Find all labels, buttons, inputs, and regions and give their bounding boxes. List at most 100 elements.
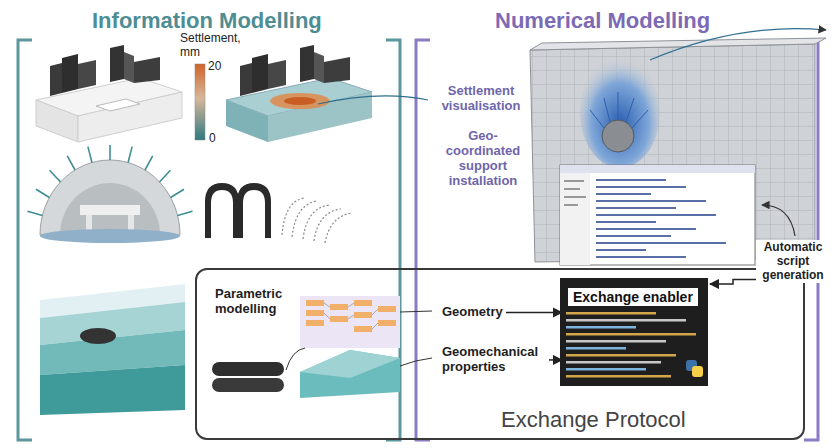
geology-layers (40, 365, 185, 415)
input-text: Geomechanical properties (439, 344, 549, 376)
support-arcs (282, 198, 305, 235)
box-heading: Exchange Protocol (485, 404, 702, 436)
script-editor (596, 200, 706, 202)
mesh-model (590, 110, 604, 128)
leader-line (286, 348, 305, 370)
panel-heading: Numerical Modelling (491, 8, 714, 34)
leader-arrow (762, 205, 795, 236)
tunnel-bolts (40, 229, 180, 243)
panel-region: Information Modelling (2, 2, 410, 444)
building-model (36, 100, 78, 142)
leader-line (318, 96, 428, 104)
code-window (692, 366, 703, 377)
tunnel-shell (237, 183, 271, 238)
tunnel-bolts (128, 147, 132, 163)
script-editor (564, 188, 580, 190)
panel-heading: Information Modelling (88, 8, 326, 34)
leader-line (400, 311, 432, 312)
support-arcs (282, 198, 352, 243)
settlement-model (268, 92, 372, 142)
tunnel-rods (212, 378, 284, 392)
parametric-graph (324, 303, 378, 329)
parametric-graph (300, 296, 400, 348)
code-window (560, 278, 708, 386)
tunnel-bolts (109, 145, 111, 160)
step-text: Parametric modelling (212, 286, 296, 318)
colorbar-value: 0 (209, 132, 216, 146)
parametric-graph (354, 326, 372, 332)
tunnel-bolts (50, 170, 61, 182)
geology-layers (80, 328, 116, 344)
support-arcs (314, 209, 341, 241)
mesh-model (626, 98, 634, 122)
tunnel-bolts (36, 189, 49, 197)
settlement-model (240, 45, 350, 96)
step-label: Parametric modelling (212, 286, 296, 318)
settlement-model (284, 97, 316, 105)
parametric-graph (348, 303, 354, 307)
mesh-model (530, 38, 826, 50)
parametric-graph (354, 312, 372, 318)
building-model (36, 45, 182, 142)
code-window (566, 326, 636, 329)
script-editor (596, 256, 686, 258)
code-window (566, 312, 656, 315)
parametric-graph (324, 303, 330, 307)
tunnel-shell (205, 183, 239, 238)
step-label: Settlement visualisation (432, 83, 530, 115)
script-editor (596, 242, 726, 244)
script-editor (596, 235, 671, 237)
mesh-model (618, 92, 619, 119)
tunnel-bolts (88, 147, 92, 163)
script-editor (560, 165, 755, 173)
code-window (566, 340, 666, 343)
mesh-model (580, 56, 660, 168)
bracket (18, 40, 32, 440)
tunnel-rods (212, 362, 284, 376)
step-text: Settlement visualisation (432, 83, 530, 115)
terrain (300, 350, 400, 398)
tunnel-bolts (28, 145, 193, 243)
settlement-model (195, 45, 372, 142)
parametric-graph (330, 316, 348, 322)
parametric-graph (306, 320, 324, 326)
parametric-graph (372, 309, 378, 315)
parametric-graph (324, 313, 330, 319)
code-window (566, 375, 671, 378)
bracket (18, 40, 818, 440)
script-editor (564, 180, 584, 182)
mesh-model (604, 98, 610, 122)
label-holder: Settlement, mm (180, 32, 258, 60)
colorbar-value: 20 (208, 60, 221, 74)
label-holder: 20 (208, 60, 221, 74)
tunnel-bolts (40, 160, 180, 235)
script-editor (596, 249, 646, 251)
tunnel-bolts (67, 156, 75, 170)
script-editor (596, 214, 716, 216)
protocol-box: Exchange Protocol Parametric modellingGeo… (195, 268, 805, 440)
script-editor (560, 165, 755, 265)
parametric-graph (300, 296, 400, 348)
script-editor (560, 165, 755, 265)
script-editor (560, 173, 590, 265)
input-label: Geometry (439, 304, 506, 321)
step-label: Automatic script generation (756, 240, 830, 283)
tunnel-bolts (28, 211, 43, 215)
code-window-box: Exchange enabler (562, 280, 710, 388)
flow-arrow (710, 279, 756, 284)
panel-region: Numerical ModellingSettlement visualisat… (413, 2, 832, 444)
tunnel-bolts (178, 211, 193, 215)
code-window (566, 354, 676, 357)
script-editor (596, 186, 686, 188)
colorbar-title: Settlement, mm (180, 32, 258, 60)
parametric-graph (348, 315, 354, 319)
tunnel-bolts (28, 145, 193, 216)
script-editor (596, 179, 666, 181)
parametric-graph (372, 323, 378, 329)
tunnel-bolts (80, 205, 140, 215)
flow-arrow (506, 312, 562, 314)
code-window (566, 347, 626, 350)
label-holder: 0 (209, 132, 216, 146)
